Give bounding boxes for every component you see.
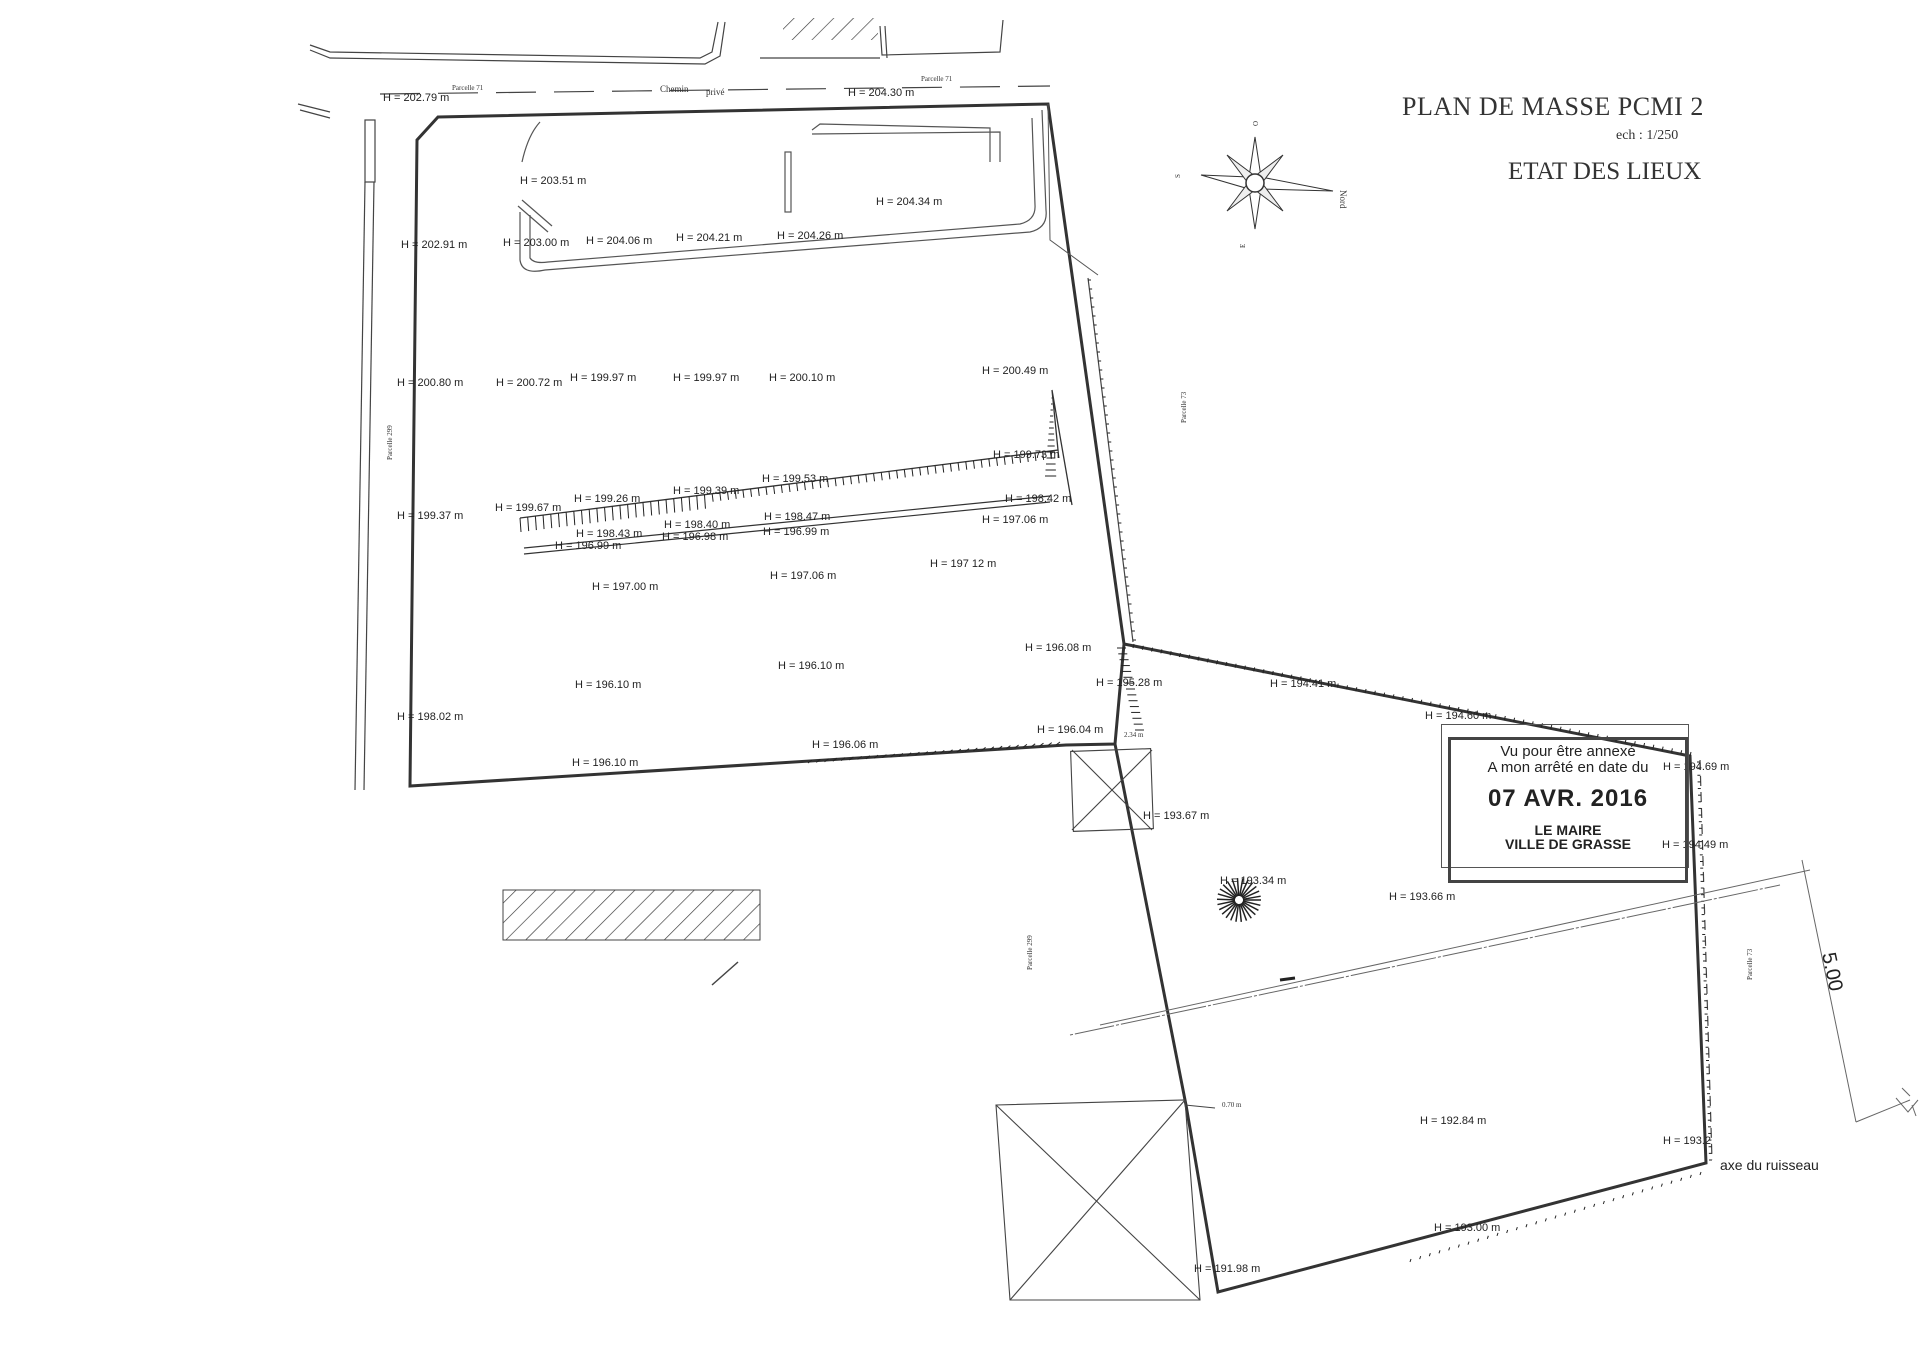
plan-title: PLAN DE MASSE PCMI 2	[1402, 92, 1704, 121]
stroke-mark	[711, 961, 739, 986]
elevation-labels: H = 202.79 m H = 204.30 m H = 203.51 m H = …	[383, 87, 1729, 1275]
compass-west-label: S	[1174, 174, 1182, 178]
private-road	[309, 19, 1051, 95]
elevation-e17: H = 199.53 m	[762, 473, 828, 485]
slope-ticks	[519, 397, 1060, 533]
elevation-e18: H = 199.39 m	[673, 485, 739, 497]
elevation-e46: H = 193.34 m	[1220, 875, 1286, 887]
elevation-e08: H = 204.21 m	[676, 232, 742, 244]
label-axe-ruisseau: axe du ruisseau	[1720, 1157, 1819, 1173]
label-chemin: Chemin	[660, 84, 689, 94]
elevation-e40: H = 196.10 m	[572, 757, 638, 769]
elevation-e16: H = 199.73 m	[993, 449, 1059, 461]
elevation-e43: H = 194.69 m	[1663, 761, 1729, 773]
elevation-e23: H = 198.47 m	[764, 511, 830, 523]
east-wall-lower	[1699, 759, 1713, 1161]
stamp-signer-1: LE MAIRE	[1534, 821, 1602, 838]
parcel-boundary-upper	[408, 102, 1126, 788]
elevation-e02: H = 204.30 m	[848, 87, 914, 99]
elevation-e32: H = 197.00 m	[592, 581, 658, 593]
elevation-e09: H = 204.26 m	[777, 230, 843, 242]
label-dim-070: 0.70 m	[1222, 1101, 1242, 1109]
compass-east-label: E	[1239, 244, 1247, 248]
elevation-e41: H = 196.06 m	[812, 739, 878, 751]
elevation-e29: H = 197.06 m	[982, 514, 1048, 526]
elevation-e11: H = 200.72 m	[496, 377, 562, 389]
hatched-building-south	[502, 889, 761, 941]
elevation-e06: H = 203.00 m	[503, 237, 569, 249]
label-dim-234: 2.34 m	[1124, 731, 1144, 739]
stamp-date: 07 AVR. 2016	[1487, 784, 1649, 812]
elevation-e50: H = 193.00 m	[1434, 1222, 1500, 1234]
approval-stamp: Vu pour être annexé A mon arrêté en date…	[1448, 737, 1688, 883]
stamp-line-2: A mon arrêté en date du	[1487, 758, 1649, 776]
structure-box-lower	[995, 1099, 1216, 1301]
label-parcelle-299-b: Parcelle 299	[1026, 935, 1034, 970]
elevation-e44: H = 193.67 m	[1143, 810, 1209, 822]
elevation-e01: H = 202.79 m	[383, 92, 449, 104]
stamp-signer-2: VILLE DE GRASSE	[1504, 836, 1632, 853]
elevation-e07: H = 204.06 m	[586, 235, 652, 247]
elevation-e12: H = 199.97 m	[570, 372, 636, 384]
compass-north-label: O	[1252, 121, 1260, 126]
elevation-e10: H = 200.80 m	[397, 377, 463, 389]
elevation-e33: H = 196.08 m	[1025, 642, 1091, 654]
elevation-e37: H = 194.41 m	[1270, 678, 1336, 690]
elevation-e49: H = 193.2	[1663, 1135, 1711, 1147]
label-parcelle-73-a: Parcelle 73	[1180, 391, 1188, 423]
label-parcelle-71-a: Parcelle 71	[452, 84, 484, 92]
label-parcelle-299-a: Parcelle 299	[386, 425, 394, 460]
stamp-line-1: Vu pour être annexé	[1500, 743, 1636, 760]
elevation-e03: H = 203.51 m	[520, 175, 586, 187]
elevation-e24: H = 198.40 m	[664, 519, 730, 531]
elevation-e13: H = 199.97 m	[673, 372, 739, 384]
label-dimension: 5.00	[1817, 950, 1847, 993]
construction-lines	[1069, 859, 1919, 1123]
elevation-e27: H = 196.99 m	[763, 526, 829, 538]
elevation-e47: H = 193.66 m	[1389, 891, 1455, 903]
plan-scale: ech : 1/250	[1616, 128, 1679, 143]
elevation-e45: H = 194.49 m	[1662, 839, 1728, 851]
structure-box-upper	[1070, 748, 1154, 832]
elevation-e22: H = 198.42 m	[1005, 493, 1071, 505]
label-prive: privé	[706, 87, 725, 97]
elevation-e42: H = 196.04 m	[1037, 724, 1103, 736]
elevation-e04: H = 204.34 m	[876, 196, 942, 208]
label-parcelle-73-b: Parcelle 73	[1746, 948, 1754, 980]
elevation-e05: H = 202.91 m	[401, 239, 467, 251]
plan-subtitle: ETAT DES LIEUX	[1508, 158, 1702, 185]
driveway-outline	[517, 109, 1047, 272]
elevation-e38: H = 194.60 m	[1425, 710, 1491, 722]
elevation-e48: H = 192.84 m	[1420, 1115, 1486, 1127]
elevation-e25: H = 198.43 m	[576, 528, 642, 540]
hatched-building-north	[783, 18, 878, 40]
elevation-e30: H = 197.06 m	[770, 570, 836, 582]
elevation-e20: H = 199.67 m	[495, 502, 561, 514]
elevation-e31: H = 197 12 m	[930, 558, 996, 570]
south-wall-ticks	[807, 279, 1712, 1263]
elevation-e51: H = 191.98 m	[1194, 1263, 1260, 1275]
east-wall-top	[1047, 103, 1099, 276]
elevation-e34: H = 196.10 m	[778, 660, 844, 672]
stamp-frame	[1441, 724, 1689, 868]
compass-rose	[1200, 136, 1334, 230]
elevation-e21: H = 199.37 m	[397, 510, 463, 522]
label-parcelle-71-b: Parcelle 71	[921, 75, 953, 83]
elevation-e39: H = 198.02 m	[397, 711, 463, 723]
elevation-e35: H = 196.10 m	[575, 679, 641, 691]
west-parcel-edge	[297, 103, 376, 791]
elevation-e14: H = 200.10 m	[769, 372, 835, 384]
tree-symbol	[1216, 878, 1261, 922]
compass-nord-label: Nord	[1338, 190, 1348, 209]
elevation-e36: H = 195.28 m	[1096, 677, 1162, 689]
elevation-e19: H = 199.26 m	[574, 493, 640, 505]
elevation-e26: H = 196.98 m	[662, 531, 728, 543]
elevation-e28: H = 196.99 m	[555, 540, 621, 552]
elevation-e15: H = 200.49 m	[982, 365, 1048, 377]
